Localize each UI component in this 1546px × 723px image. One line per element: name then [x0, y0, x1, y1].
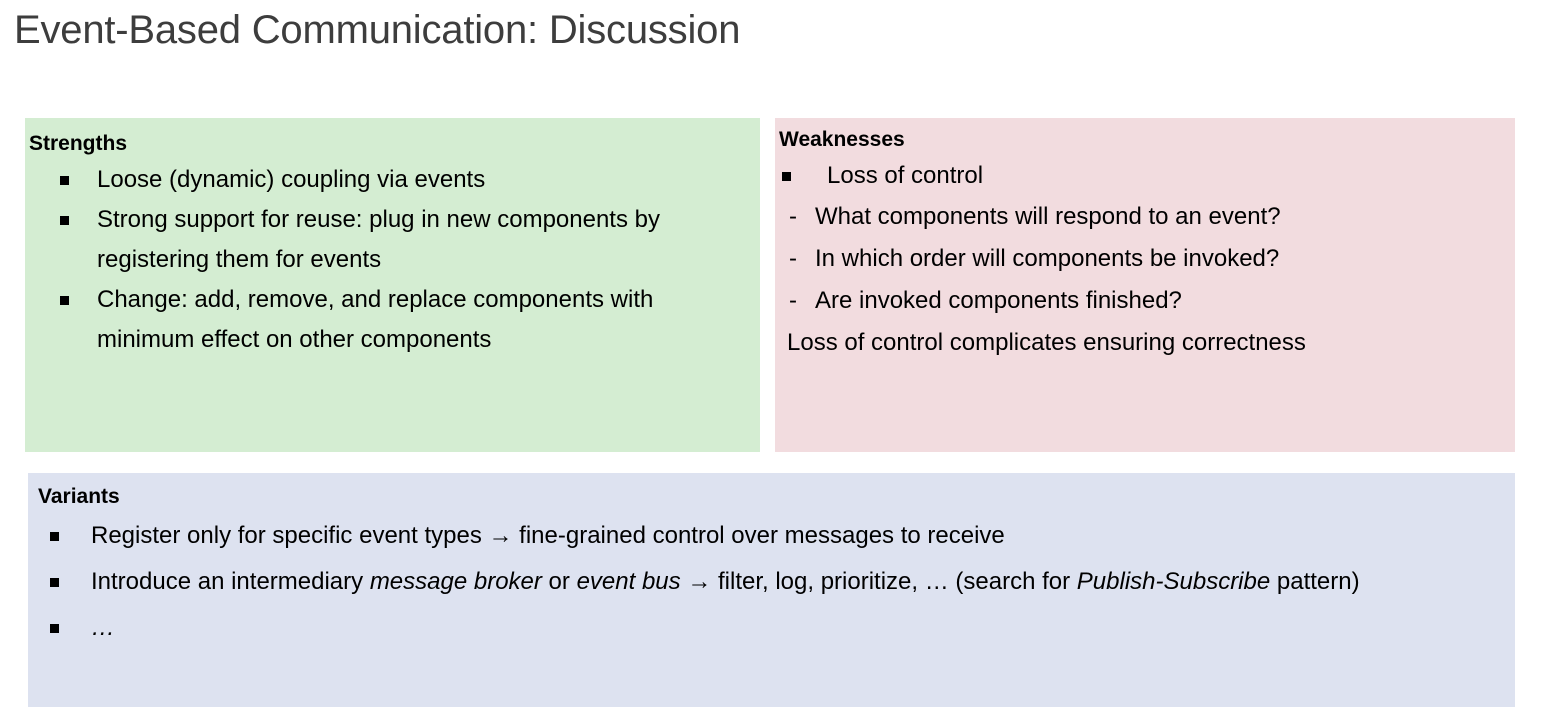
- weaknesses-note: Loss of control complicates ensuring cor…: [787, 329, 1306, 356]
- variants-item2-part4: pattern): [1270, 568, 1360, 595]
- variants-panel: Variants Register only for specific even…: [28, 473, 1515, 707]
- weaknesses-heading: Weaknesses: [779, 128, 905, 151]
- page-title: Event-Based Communication: Discussion: [14, 8, 741, 52]
- variants-list: Register only for specific event types →…: [36, 513, 1501, 651]
- strengths-heading: Strengths: [29, 132, 128, 155]
- weaknesses-list: Loss of control: [777, 156, 1505, 196]
- list-item: Loss of control: [777, 156, 1505, 196]
- list-item: Are invoked components finished?: [777, 280, 1505, 322]
- variants-item2-emphasis-publish-subscribe: Publish-Subscribe: [1076, 568, 1271, 595]
- list-item: In which order will components be invoke…: [777, 238, 1505, 280]
- variants-item2-emphasis-message-broker: message broker: [369, 568, 542, 595]
- weaknesses-panel: Weaknesses Loss of control What componen…: [775, 118, 1515, 452]
- list-item: Change: add, remove, and replace compone…: [27, 280, 746, 360]
- list-item: What components will respond to an event…: [777, 196, 1505, 238]
- list-item: Register only for specific event types →…: [36, 513, 1501, 559]
- variants-item2-part1: Introduce an intermediary: [91, 568, 370, 595]
- list-item: …: [36, 605, 1501, 651]
- weaknesses-sublist: What components will respond to an event…: [777, 196, 1505, 322]
- strengths-list: Loose (dynamic) coupling via events Stro…: [27, 160, 746, 360]
- variants-item2-part3: → filter, log, prioritize, … (search for: [680, 568, 1077, 595]
- list-item: Introduce an intermediary message broker…: [36, 559, 1501, 605]
- variants-heading: Variants: [38, 485, 120, 508]
- list-item: Loose (dynamic) coupling via events: [27, 160, 746, 200]
- strengths-panel: Strengths Loose (dynamic) coupling via e…: [25, 118, 760, 452]
- variants-item2-part2: or: [541, 568, 577, 595]
- list-item: Strong support for reuse: plug in new co…: [27, 200, 746, 280]
- variants-item2-emphasis-event-bus: event bus: [576, 568, 681, 595]
